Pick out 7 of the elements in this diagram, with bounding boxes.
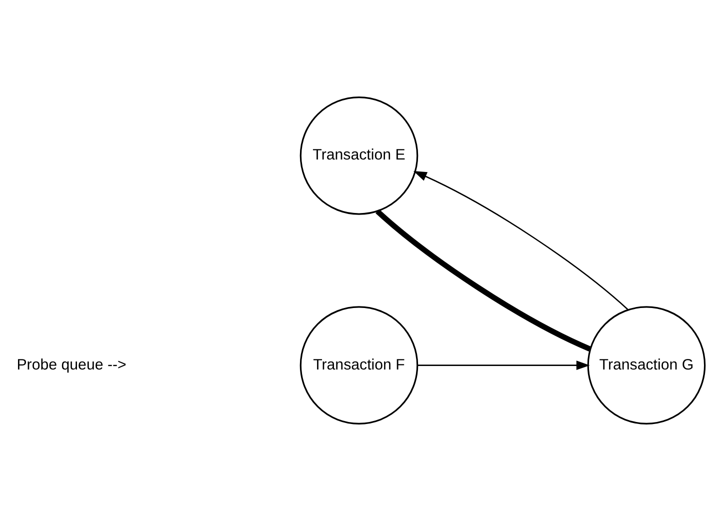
- node-circle: Transaction G: [587, 306, 706, 424]
- arrow: [417, 360, 590, 370]
- node-circle: Transaction E: [300, 96, 418, 214]
- connector: [376, 208, 591, 351]
- arrow: [413, 170, 628, 310]
- node-circle: Transaction F: [300, 306, 418, 424]
- label: Probe queue -->: [16, 356, 126, 373]
